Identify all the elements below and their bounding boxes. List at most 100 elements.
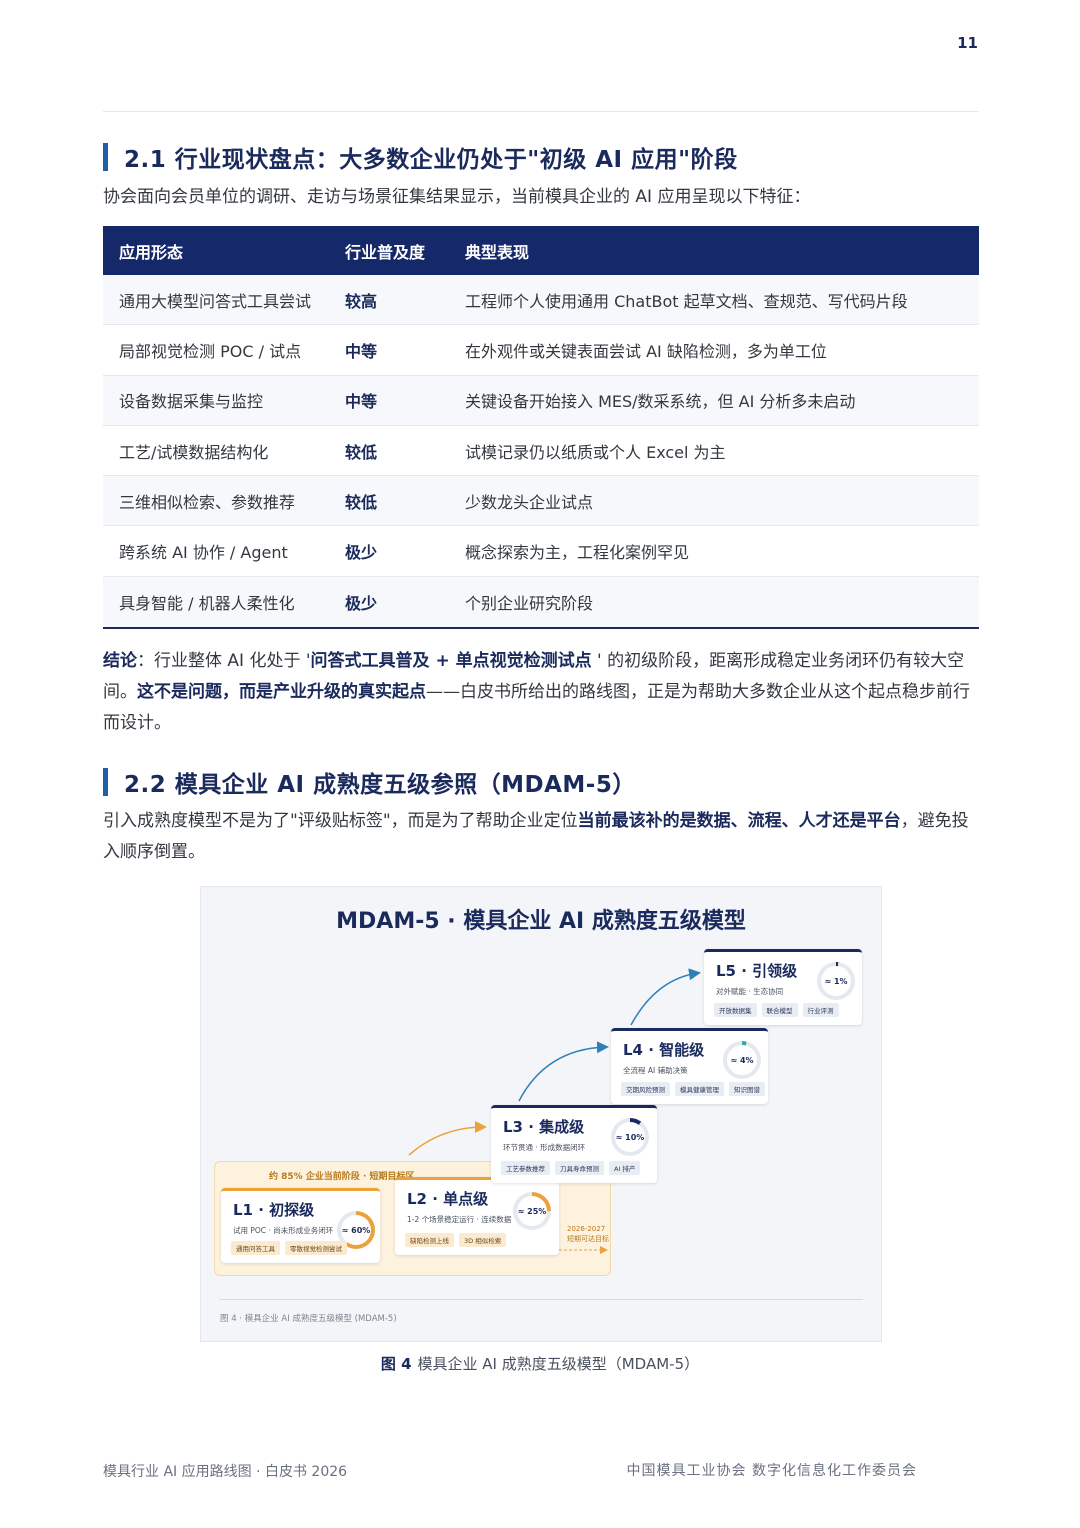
caption-label: 图 4 xyxy=(380,1355,412,1373)
level-description: 全流程 AI 辅助决策 xyxy=(623,1066,688,1075)
level-description: 1-2 个场景稳定运行 · 连续数据 xyxy=(407,1215,512,1224)
header-divider xyxy=(103,111,979,112)
adoption-table: 应用形态 行业普及度 典型表现 通用大模型问答式工具尝试 较高 工程师个人使用通… xyxy=(103,226,979,630)
cell-level: 中等 xyxy=(345,341,378,361)
share-value: ≈ 1% xyxy=(821,966,851,996)
cell-level: 较高 xyxy=(345,291,378,311)
level-name: L4 · 智能级 xyxy=(623,1041,705,1059)
figure-caption: 图 4 模具企业 AI 成熟度五级模型（MDAM-5） xyxy=(0,1353,1080,1374)
page-number: 11 xyxy=(957,34,978,52)
figure-divider xyxy=(219,1299,863,1300)
table-row: 具身智能 / 机器人柔性化 极少 个别企业研究阶段 xyxy=(103,576,979,628)
zone-label: 约 85% 企业当前阶段 · 短期目标区 xyxy=(269,1172,415,1182)
share-ring: ≈ 25% xyxy=(513,1192,551,1230)
section-heading-2-2: 2.2 模具企业 AI 成熟度五级参照（MDAM-5） xyxy=(103,765,636,799)
level-tag: 刀具寿命预测 xyxy=(555,1161,604,1175)
level-card-l5: L5 · 引领级 对外赋能 · 生态协同 ≈ 1% 开放数据集 联合模型 行业评… xyxy=(704,949,862,1025)
level-card-l1: L1 · 初探级 试用 POC · 尚未形成业务闭环 ≈ 60% 通用问答工具 … xyxy=(221,1188,380,1263)
heading-text: 2.1 行业现状盘点：大多数企业仍处于"初级 AI 应用"阶段 xyxy=(124,147,738,173)
conclusion-paragraph: 结论：行业整体 AI 化处于 '问答式工具普及 + 单点视觉检测试点 ' 的初级… xyxy=(103,646,981,739)
cell-level: 极少 xyxy=(345,593,378,613)
section-intro: 协会面向会员单位的调研、走访与场景征集结果显示，当前模具企业的 AI 应用呈现以… xyxy=(103,187,811,207)
cell-typical: 关键设备开始接入 MES/数采系统，但 AI 分析多未启动 xyxy=(465,392,856,412)
section-heading-2-1: 2.1 行业现状盘点：大多数企业仍处于"初级 AI 应用"阶段 xyxy=(103,140,738,174)
cell-level: 较低 xyxy=(345,442,378,462)
section-intro: 引入成熟度模型不是为了"评级贴标签"，而是为了帮助企业定位当前最该补的是数据、流… xyxy=(103,806,981,868)
share-value: ≈ 60% xyxy=(341,1215,371,1245)
share-ring: ≈ 1% xyxy=(817,962,855,1000)
figure-title: MDAM-5 · 模具企业 AI 成熟度五级模型 xyxy=(336,909,746,934)
level-tag: 通用问答工具 xyxy=(231,1241,280,1255)
level-description: 环节贯通 · 形成数据闭环 xyxy=(503,1143,586,1152)
cell-form: 三维相似检索、参数推荐 xyxy=(119,492,296,512)
intro-emphasis: 当前最该补的是数据、流程、人才还是平台 xyxy=(577,811,901,831)
level-name: L3 · 集成级 xyxy=(503,1118,585,1136)
level-tag: 行业评测 xyxy=(802,1003,839,1017)
cell-form: 跨系统 AI 协作 / Agent xyxy=(119,543,288,563)
maturity-model-figure: MDAM-5 · 模具企业 AI 成熟度五级模型 约 85% 企业当前阶段 · … xyxy=(200,886,882,1342)
level-tag: 模具健康管理 xyxy=(675,1082,724,1096)
footer-document-title: 模具行业 AI 应用路线图 · 白皮书 2026 xyxy=(103,1464,348,1480)
progression-arrows xyxy=(408,968,701,1254)
cell-form: 工艺/试模数据结构化 xyxy=(119,442,269,462)
table-row: 跨系统 AI 协作 / Agent 极少 概念探索为主，工程化案例罕见 xyxy=(103,526,979,577)
cell-form: 具身智能 / 机器人柔性化 xyxy=(119,593,295,613)
table-row: 工艺/试模数据结构化 较低 试模记录仍以纸质或个人 Excel 为主 xyxy=(103,426,979,477)
table-header: 应用形态 行业普及度 典型表现 xyxy=(103,226,979,275)
level-tag: 工艺参数推荐 xyxy=(501,1161,550,1175)
cell-typical: 少数龙头企业试点 xyxy=(465,492,594,512)
intro-text: ，避免投入顺序倒置。 xyxy=(103,811,969,862)
heading-text: 2.2 模具企业 AI 成熟度五级参照（MDAM-5） xyxy=(124,772,636,798)
level-name: L1 · 初探级 xyxy=(233,1201,315,1219)
cell-typical: 概念探索为主，工程化案例罕见 xyxy=(465,543,690,563)
cell-typical: 在外观件或关键表面尝试 AI 缺陷检测，多为单工位 xyxy=(465,341,827,361)
conclusion-text: ——白皮书所给出的路线图，正是为帮助大多数企业从这个起点稳步前行而设计。 xyxy=(103,682,970,733)
cell-typical: 个别企业研究阶段 xyxy=(465,593,594,613)
level-description: 试用 POC · 尚未形成业务闭环 xyxy=(233,1226,334,1235)
level-tags: 缺陷检测上线 3D 相似检索 xyxy=(405,1233,507,1247)
conclusion-emphasis: 这不是问题，而是产业升级的真实起点 xyxy=(137,682,426,702)
table-row: 三维相似检索、参数推荐 较低 少数龙头企业试点 xyxy=(103,476,979,527)
level-card-l3: L3 · 集成级 环节贯通 · 形成数据闭环 ≈ 10% 工艺参数推荐 刀具寿命… xyxy=(491,1105,657,1183)
table-row: 通用大模型问答式工具尝试 较高 工程师个人使用通用 ChatBot 起草文档、查… xyxy=(103,275,979,326)
target-note-text: 短期可达目标 xyxy=(567,1235,609,1243)
column-header: 应用形态 xyxy=(119,242,184,262)
heading-accent-bar xyxy=(103,143,108,171)
level-card-l4: L4 · 智能级 全流程 AI 辅助决策 ≈ 4% 交期风险预测 模具健康管理 … xyxy=(611,1028,768,1104)
share-value: ≈ 4% xyxy=(727,1045,757,1075)
conclusion-emphasis: 问答式工具普及 + 单点视觉检测试点 xyxy=(310,651,592,671)
share-value: ≈ 10% xyxy=(615,1122,645,1152)
level-tags: 通用问答工具 零散视觉检测尝试 xyxy=(231,1241,347,1255)
share-ring: ≈ 10% xyxy=(611,1118,649,1156)
cell-form: 通用大模型问答式工具尝试 xyxy=(119,291,312,311)
level-tags: 工艺参数推荐 刀具寿命预测 AI 排产 xyxy=(501,1161,641,1175)
level-tag: 联合模型 xyxy=(761,1003,798,1017)
cell-form: 设备数据采集与监控 xyxy=(119,392,264,412)
footer-organization: 中国模具工业协会 数字化信息化工作委员会 xyxy=(626,1463,917,1479)
share-ring: ≈ 4% xyxy=(723,1041,761,1079)
level-tags: 开放数据集 联合模型 行业评测 xyxy=(714,1003,839,1017)
cell-level: 极少 xyxy=(345,543,378,563)
figure-note: 图 4 · 模具企业 AI 成熟度五级模型 (MDAM-5) xyxy=(220,1314,397,1324)
conclusion-text: ：行业整体 AI 化处于 ' xyxy=(137,651,311,671)
level-tags: 交期风险预测 模具健康管理 知识图谱 xyxy=(621,1082,765,1096)
level-tag: 缺陷检测上线 xyxy=(405,1233,454,1247)
level-card-l2: L2 · 单点级 1-2 个场景稳定运行 · 连续数据 ≈ 25% 缺陷检测上线… xyxy=(395,1177,559,1255)
column-header: 典型表现 xyxy=(465,242,530,262)
table-row: 局部视觉检测 POC / 试点 中等 在外观件或关键表面尝试 AI 缺陷检测，多… xyxy=(103,325,979,376)
level-description: 对外赋能 · 生态协同 xyxy=(716,987,784,996)
conclusion-text: ' 的初级阶段，距离形成稳定业务闭环仍有较大空间。 xyxy=(103,651,965,702)
level-tag: 3D 相似检索 xyxy=(459,1233,507,1247)
cell-typical: 工程师个人使用通用 ChatBot 起草文档、查规范、写代码片段 xyxy=(465,291,908,311)
cell-form: 局部视觉检测 POC / 试点 xyxy=(119,341,302,361)
caption-text: 模具企业 AI 成熟度五级模型（MDAM-5） xyxy=(417,1355,700,1373)
level-tag: 知识图谱 xyxy=(729,1082,765,1096)
level-name: L2 · 单点级 xyxy=(407,1190,489,1208)
cell-level: 中等 xyxy=(345,392,378,412)
heading-accent-bar xyxy=(103,768,108,796)
level-tag: AI 排产 xyxy=(609,1161,641,1175)
cell-level: 较低 xyxy=(345,492,378,512)
cell-typical: 试模记录仍以纸质或个人 Excel 为主 xyxy=(465,442,726,462)
table-body: 通用大模型问答式工具尝试 较高 工程师个人使用通用 ChatBot 起草文档、查… xyxy=(103,275,979,628)
